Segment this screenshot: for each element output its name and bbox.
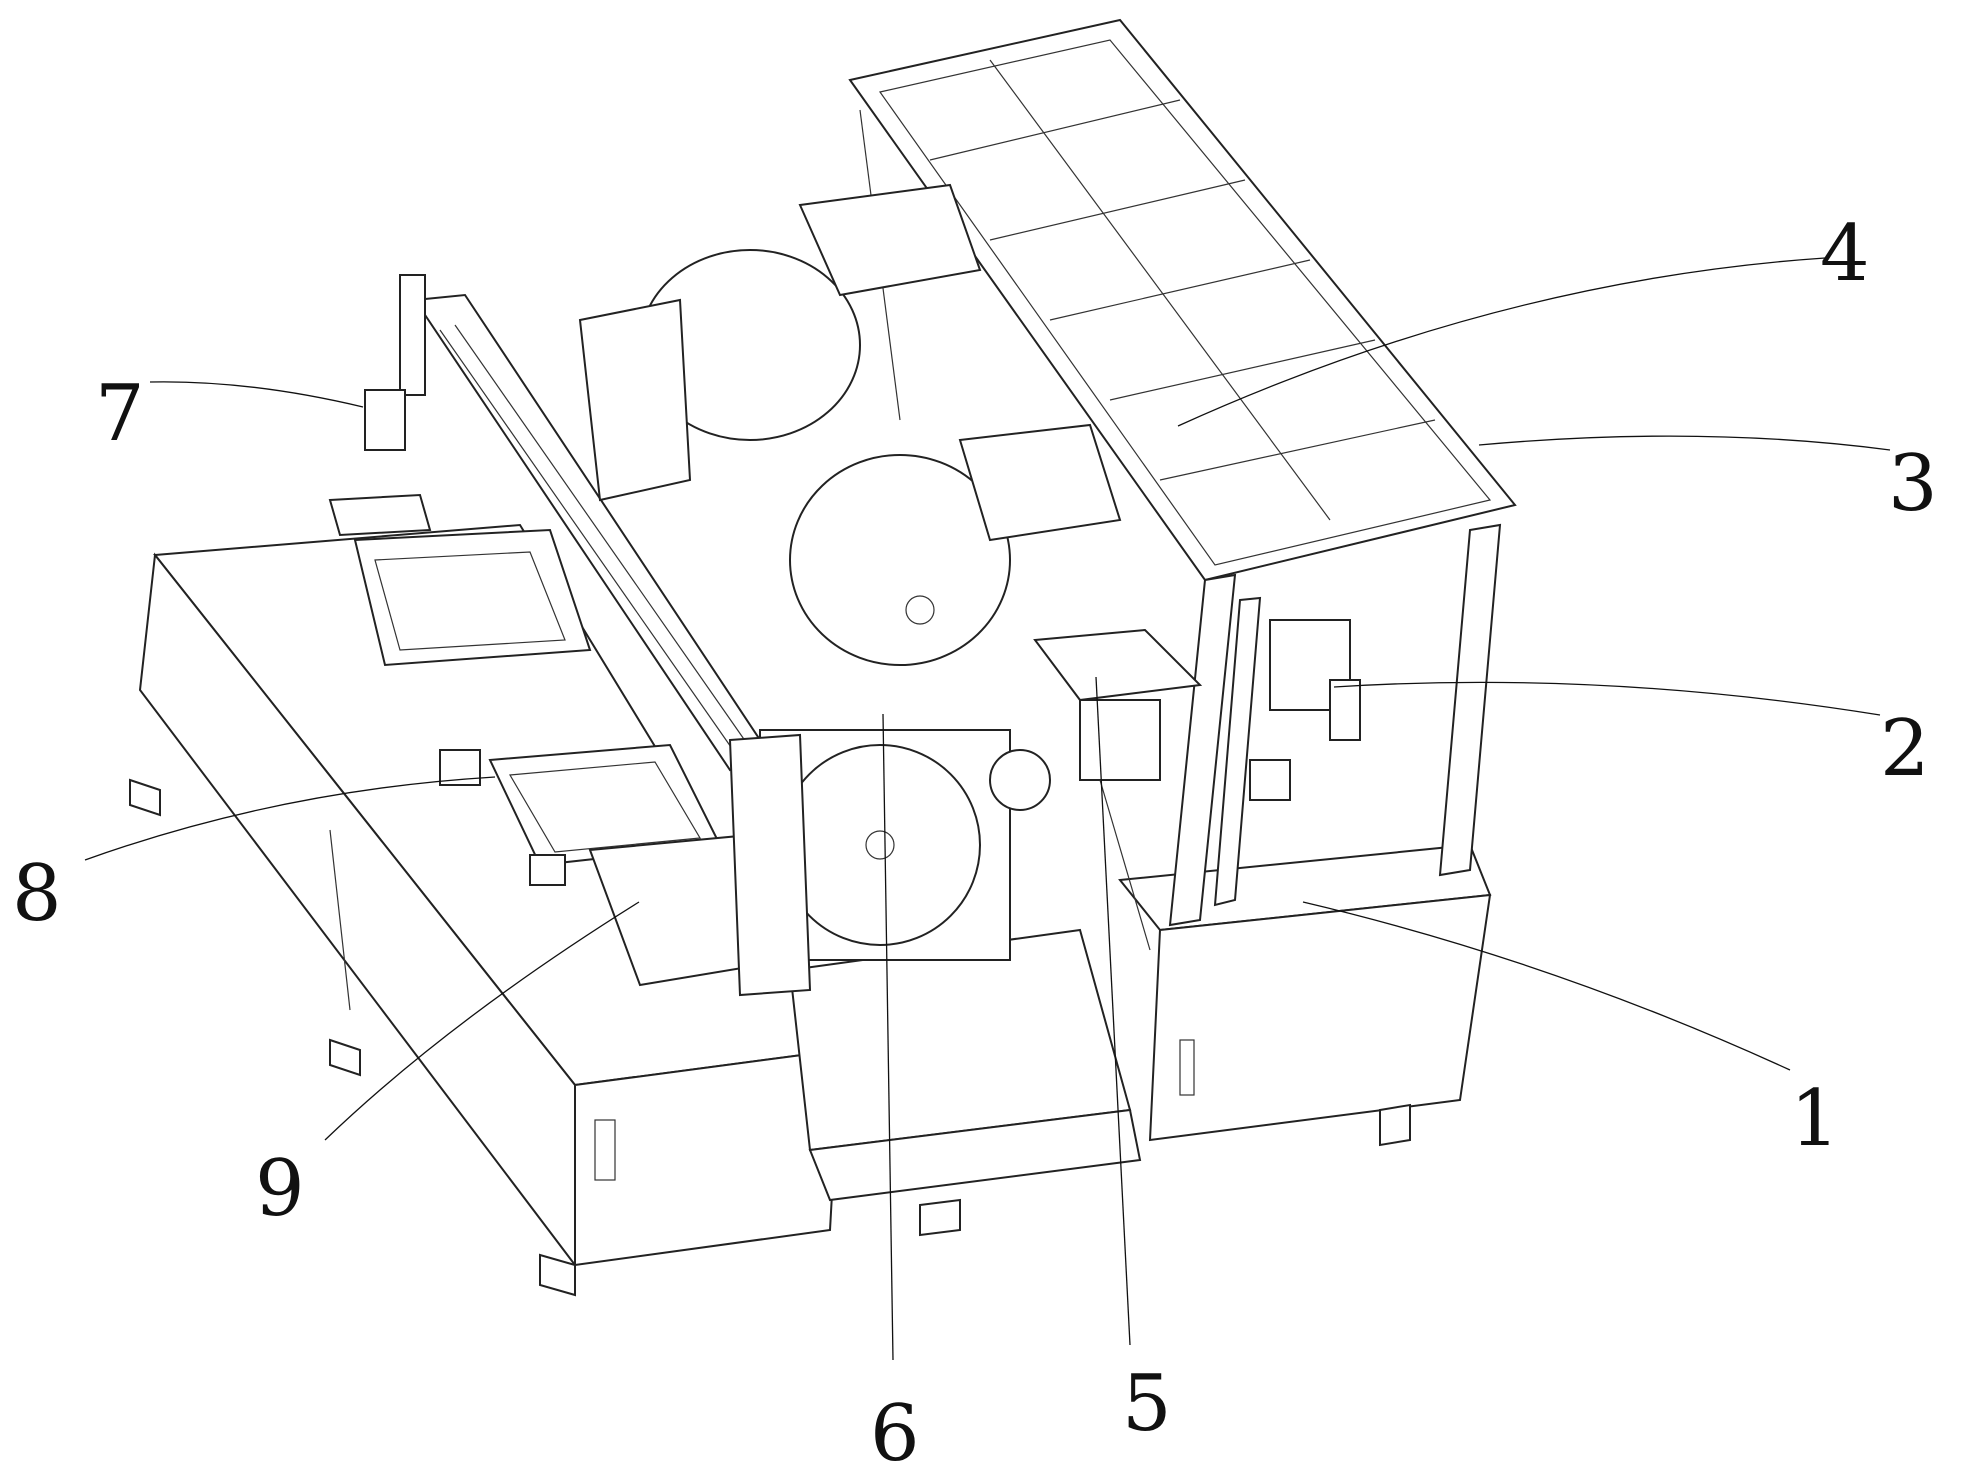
label-4: 4: [1820, 209, 1870, 299]
label-5: 5: [1122, 1359, 1172, 1449]
label-8: 8: [12, 849, 62, 939]
label-3: 3: [1888, 439, 1938, 529]
label-1: 1: [1790, 1074, 1840, 1164]
label-9: 9: [255, 1144, 305, 1234]
label-6: 6: [870, 1389, 920, 1479]
label-2: 2: [1880, 704, 1930, 794]
label-7: 7: [95, 369, 145, 459]
